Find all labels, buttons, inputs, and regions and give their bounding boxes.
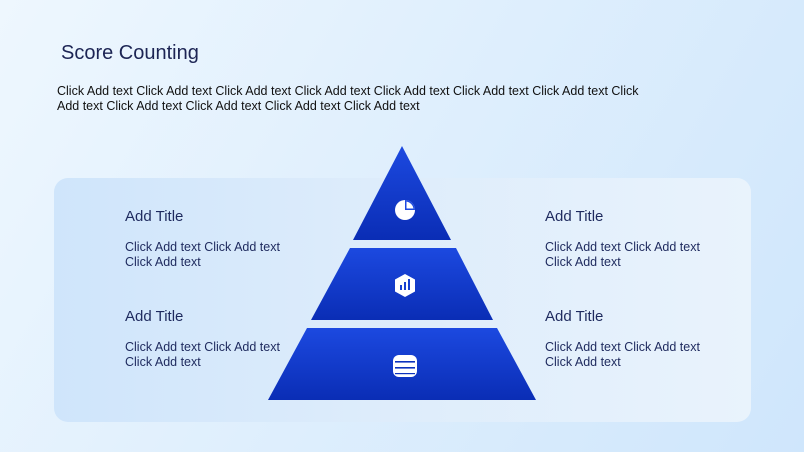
block-title: Add Title [545,308,604,325]
text-block-right-bottom: Add Title Click Add text Click Add text … [545,308,715,369]
block-text: Click Add text Click Add text Click Add … [545,340,700,369]
block-text: Click Add text Click Add text Click Add … [545,240,700,269]
text-block-left-bottom: Add Title Click Add text Click Add text … [125,308,295,369]
pyramid-tier-top [353,146,451,240]
block-title: Add Title [545,208,604,225]
block-text: Click Add text Click Add text Click Add … [125,240,280,269]
slide-title: Score Counting [61,42,199,64]
intro-text: Click Add text Click Add text Click Add … [57,84,639,113]
block-title: Add Title [125,308,184,325]
pyramid-tier-bottom [268,328,536,400]
block-title: Add Title [125,208,184,225]
block-text: Click Add text Click Add text Click Add … [125,340,280,369]
text-block-right-top: Add Title Click Add text Click Add text … [545,208,715,269]
text-block-left-top: Add Title Click Add text Click Add text … [125,208,295,269]
